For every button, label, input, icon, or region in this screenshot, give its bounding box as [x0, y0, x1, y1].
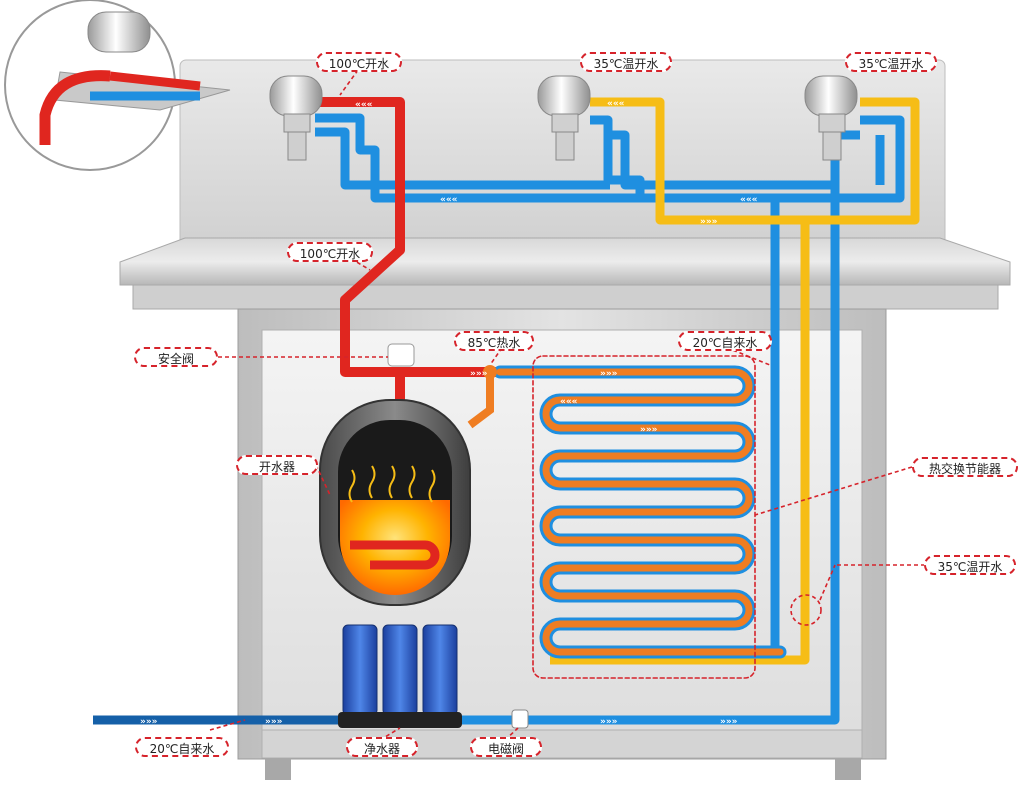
- label-hot100-mid: 100℃开水: [287, 242, 373, 262]
- svg-text:«««: «««: [740, 195, 757, 205]
- safety-valve-icon: [387, 343, 415, 367]
- label-tap20-upper: 20℃自来水: [678, 331, 772, 351]
- leader-lines: [209, 69, 925, 741]
- svg-text:»»»: »»»: [720, 717, 738, 727]
- svg-text:»»»: »»»: [640, 425, 658, 435]
- label-warm35-side: 35℃温开水: [924, 555, 1016, 575]
- label-warm35-mid: 35℃温开水: [580, 52, 672, 72]
- label-solenoid-valve: 电磁阀: [470, 737, 542, 757]
- label-safety-valve: 安全阀: [134, 347, 218, 367]
- hot85-junction: [483, 365, 497, 379]
- cabinet-leg-right: [835, 758, 861, 780]
- faucet-icon: [269, 75, 858, 161]
- heat-exchanger-coil: [493, 355, 787, 679]
- svg-text:»»»: »»»: [140, 717, 158, 727]
- hot85-connector-pipe: [467, 372, 494, 429]
- svg-text:»»»: »»»: [600, 717, 618, 727]
- faucet-detail-inset: [4, 0, 231, 171]
- cabinet-leg-left: [265, 758, 291, 780]
- boiler-tank: [319, 399, 471, 606]
- svg-text:«««: «««: [560, 397, 577, 407]
- sink-shelf: [119, 237, 1011, 286]
- heating-element: [350, 540, 440, 570]
- label-purifier: 净水器: [346, 737, 418, 757]
- svg-text:»»»: »»»: [265, 717, 283, 727]
- label-tap20-inlet: 20℃自来水: [135, 737, 229, 757]
- svg-text:»»»: »»»: [600, 369, 618, 379]
- shelf-front: [132, 284, 999, 310]
- svg-text:»»»: »»»: [700, 217, 718, 227]
- cold-pipe-network: [315, 113, 905, 725]
- filter-cartridge-icon: [338, 624, 462, 728]
- solenoid-valve-icon: [511, 709, 529, 729]
- steam-icon: [348, 465, 436, 503]
- label-warm35-right: 35℃温开水: [845, 52, 937, 72]
- label-heat-exchanger: 热交换节能器: [912, 457, 1018, 477]
- svg-text:»»»: »»»: [470, 369, 488, 379]
- chevron-flow-icon: ««« »»» »»» ««« »»» ««« ««« »»» »»» »»» …: [140, 99, 757, 727]
- label-boiler: 开水器: [236, 455, 318, 475]
- label-hot100-top: 100℃开水: [316, 52, 402, 72]
- warm-pipe-network: [550, 97, 920, 665]
- label-hot85: 85℃热水: [454, 331, 534, 351]
- svg-text:«««: «««: [355, 100, 372, 110]
- svg-text:«««: «««: [607, 99, 624, 109]
- svg-text:«««: «««: [440, 195, 457, 205]
